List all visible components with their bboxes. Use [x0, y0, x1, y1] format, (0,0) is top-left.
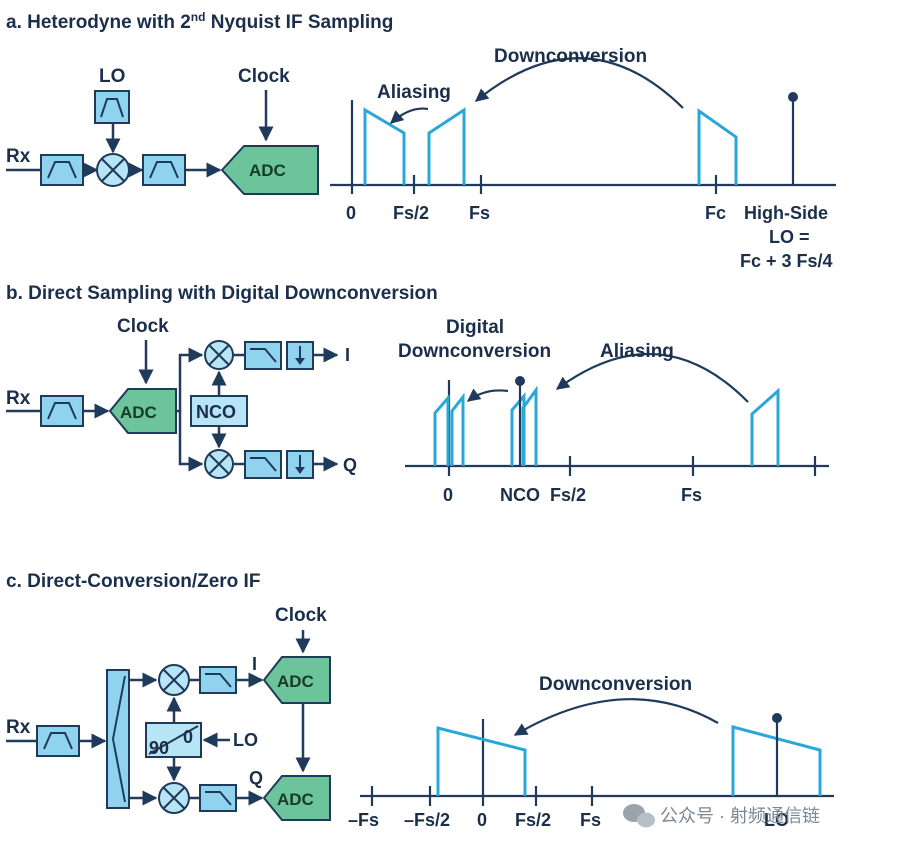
tick-fs: Fs: [681, 485, 702, 505]
tick-fs: Fs: [469, 203, 490, 223]
baseband-spectrum: [436, 726, 527, 796]
adc-i-block: ADC: [262, 656, 331, 704]
high-side-line3: Fc + 3 Fs/4: [740, 251, 833, 271]
alias-spectrum-high: [427, 107, 466, 185]
alias-spectrum-low: [363, 107, 406, 185]
tick-nco: NCO: [500, 485, 540, 505]
downconversion-label: Downconversion: [539, 674, 692, 695]
tick-fs2: Fs/2: [393, 203, 429, 223]
panel-a-title: a. Heterodyne with 2nd Nyquist IF Sampli…: [6, 10, 393, 33]
tick-0: 0: [346, 203, 356, 223]
tick-minus-fs2: –Fs/2: [404, 810, 450, 830]
downconversion-label: Downconversion: [398, 341, 551, 362]
adc-q-block: ADC: [262, 775, 331, 821]
rx-label: Rx: [6, 146, 31, 167]
tick-fs2: Fs/2: [515, 810, 551, 830]
adc-i-label: ADC: [277, 672, 314, 691]
lowpass-filter-i-icon: [199, 666, 237, 694]
splitter-block: [106, 669, 130, 809]
nco-block: NCO: [190, 395, 248, 427]
rf-signal-spectrum: [750, 387, 780, 466]
digital-downconversion-arrow: [466, 388, 509, 402]
downconversion-arrow: [513, 698, 719, 736]
adc-q-label: ADC: [277, 790, 314, 809]
aliasing-label: Aliasing: [600, 341, 674, 362]
lowpass-filter-i-icon: [244, 341, 282, 370]
tick-fs: Fs: [580, 810, 601, 830]
adc-block: ADC: [220, 145, 319, 195]
bandpass-filter-icon: [40, 395, 84, 427]
tick-minus-fs: –Fs: [348, 810, 379, 830]
clock-label: Clock: [117, 316, 169, 337]
output-q-label: Q: [343, 455, 357, 475]
tick-0: 0: [477, 810, 487, 830]
mixer-i-icon: [158, 664, 190, 696]
decimator-q-icon: [286, 450, 314, 479]
lowpass-filter-q-icon: [199, 784, 237, 812]
downconversion-arrow: [474, 57, 684, 109]
mixer-q-icon: [204, 449, 234, 479]
aliasing-arrow: [555, 352, 749, 403]
bandpass-filter-icon: [40, 154, 84, 186]
watermark: 公众号 · 射频通信链: [623, 804, 820, 828]
if-filter-icon: [142, 154, 186, 186]
tick-0: 0: [443, 485, 453, 505]
phase-0-label: 0: [183, 727, 193, 747]
decimator-i-icon: [286, 341, 314, 370]
adc-block: ADC: [108, 388, 177, 434]
high-side-line1: High-Side: [744, 203, 828, 223]
phase-shifter-block: 0 90: [145, 722, 202, 758]
adc-label: ADC: [120, 403, 157, 422]
tick-fc: Fc: [705, 203, 726, 223]
lo-label: LO: [99, 66, 125, 87]
panel-c: c. Direct-Conversion/Zero IF Rx 0: [6, 571, 834, 830]
output-i-label: I: [345, 345, 350, 365]
lo-label: LO: [233, 730, 258, 750]
bandpass-filter-icon: [36, 725, 80, 757]
rf-signal-spectrum: [697, 108, 738, 185]
watermark-text: 公众号 · 射频通信链: [660, 806, 820, 826]
wechat-icon: [623, 804, 655, 828]
i-label: I: [252, 654, 257, 674]
tick-fs2: Fs/2: [550, 485, 586, 505]
lo-tone-dot: [788, 92, 798, 102]
panel-c-title: c. Direct-Conversion/Zero IF: [6, 571, 260, 592]
rx-label: Rx: [6, 388, 31, 409]
mixer-i-icon: [204, 340, 234, 370]
mixer-q-icon: [158, 782, 190, 814]
q-label: Q: [249, 768, 263, 788]
clock-label: Clock: [238, 66, 290, 87]
lowpass-filter-q-icon: [244, 450, 282, 479]
high-side-line2: LO =: [769, 227, 810, 247]
panel-b: b. Direct Sampling with Digital Downconv…: [6, 283, 829, 505]
nco-label: NCO: [196, 402, 236, 422]
tick-lo: LO: [764, 810, 789, 830]
ddc-spectrum-b: [450, 392, 465, 466]
aliasing-label: Aliasing: [377, 82, 451, 103]
adc-label: ADC: [249, 161, 286, 180]
downconversion-label: Downconversion: [494, 46, 647, 67]
alias-spectrum-b: [521, 385, 538, 466]
lo-tone-dot: [772, 713, 782, 723]
mixer-icon: [96, 153, 130, 187]
aliasing-arrow: [390, 107, 429, 124]
clock-label: Clock: [275, 605, 327, 626]
phase-90-label: 90: [149, 738, 169, 758]
rx-label: Rx: [6, 717, 31, 738]
panel-b-title: b. Direct Sampling with Digital Downconv…: [6, 283, 438, 304]
lo-filter-icon: [94, 90, 130, 124]
ddc-spectrum-a: [433, 393, 450, 466]
panel-a: a. Heterodyne with 2nd Nyquist IF Sampli…: [6, 10, 836, 271]
nco-tone-dot: [515, 376, 525, 386]
digital-label: Digital: [446, 317, 504, 338]
